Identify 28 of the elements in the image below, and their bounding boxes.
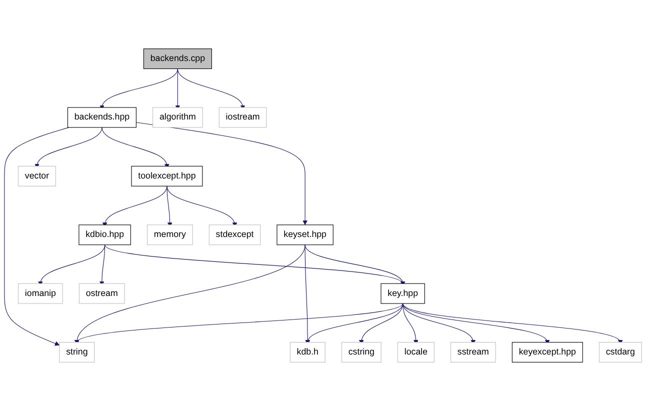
node-box: key.hpp (380, 283, 425, 304)
arrow (38, 244, 106, 286)
node-box: algorithm (152, 107, 203, 128)
arrow (74, 303, 404, 344)
node-box: sstream (450, 342, 496, 362)
node-box: cstring (341, 342, 382, 362)
node-box: backends.hpp (67, 107, 136, 128)
node-box: string (59, 342, 95, 362)
node-box: memory (147, 224, 193, 246)
node-box: toolexcept.hpp (131, 166, 203, 186)
node-box: cstdarg (598, 342, 642, 362)
node-box: ostream (78, 283, 125, 304)
node-box: keyset.hpp (276, 224, 334, 246)
node-box: iomanip (18, 283, 63, 304)
node-box: locale (397, 342, 434, 362)
node-box: stdexcept (208, 224, 261, 246)
node-box: iostream (218, 107, 267, 128)
arrow (99, 244, 106, 286)
node-box: kdbio.hpp (78, 224, 131, 246)
node-box: keyexcept.hpp (512, 342, 583, 362)
arrow (104, 244, 405, 286)
arrow (4, 127, 70, 346)
node-box: vector (18, 166, 56, 186)
arrow (402, 303, 549, 344)
arrow (402, 303, 622, 344)
arrow (136, 122, 308, 226)
node-box: kdb.h (290, 342, 326, 362)
node-box: backends.cpp (143, 48, 212, 69)
